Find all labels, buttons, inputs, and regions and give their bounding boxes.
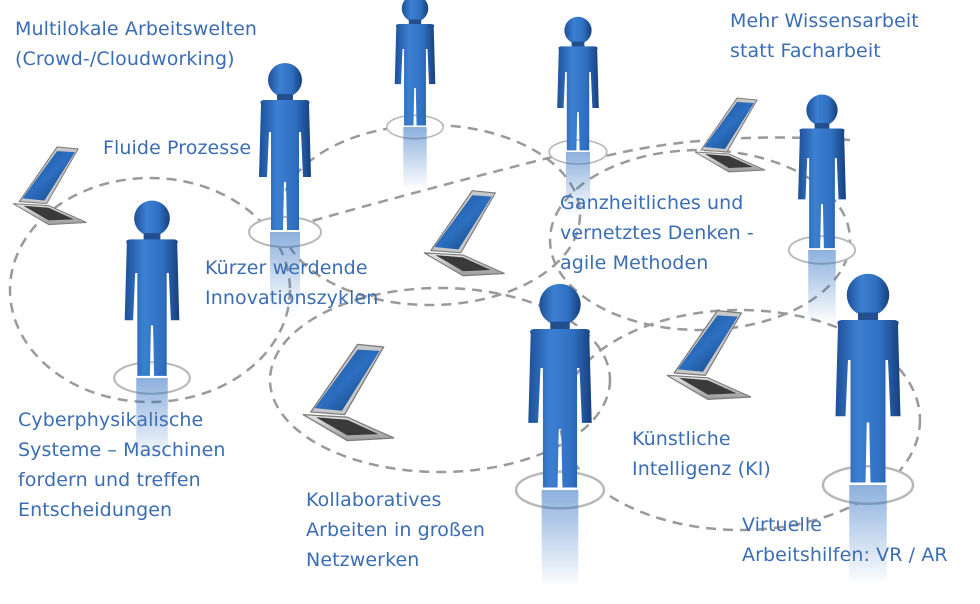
laptop-icon — [12, 146, 88, 226]
label-kollaboratives-arbeiten: Kollaboratives Arbeiten in großen Netzwe… — [306, 489, 485, 571]
person-figure-icon — [548, 16, 608, 217]
person-figure-icon — [514, 282, 606, 589]
label-virtuelle-arbeitshilfen: Virtuelle Arbeitshilfen: VR / AR — [742, 514, 948, 566]
person-figure-icon — [386, 0, 444, 191]
laptop-icon — [694, 97, 766, 173]
person-figure-icon — [787, 93, 857, 325]
label-ganzheitliches-denken: Ganzheitliches und vernetztes Denken - a… — [560, 192, 754, 274]
label-multilokale-arbeitswelten: Multilokale Arbeitswelten (Crowd-/Cloudw… — [15, 18, 258, 70]
laptop-icon — [423, 190, 506, 277]
label-cyberphysikalische-systeme: Cyberphysikalische Systeme – Maschinen f… — [18, 409, 226, 521]
laptop-icon — [666, 310, 752, 400]
label-kuenstliche-intelligenz: Künstliche Intelligenz (KI) — [632, 428, 771, 480]
label-fluide-prozesse: Fluide Prozesse — [103, 137, 252, 159]
label-mehr-wissensarbeit: Mehr Wissensarbeit statt Facharbeit — [730, 10, 919, 62]
laptop-icon — [302, 343, 395, 442]
label-innovationszyklen: Kürzer werdende Innovationszyklen — [205, 257, 379, 309]
